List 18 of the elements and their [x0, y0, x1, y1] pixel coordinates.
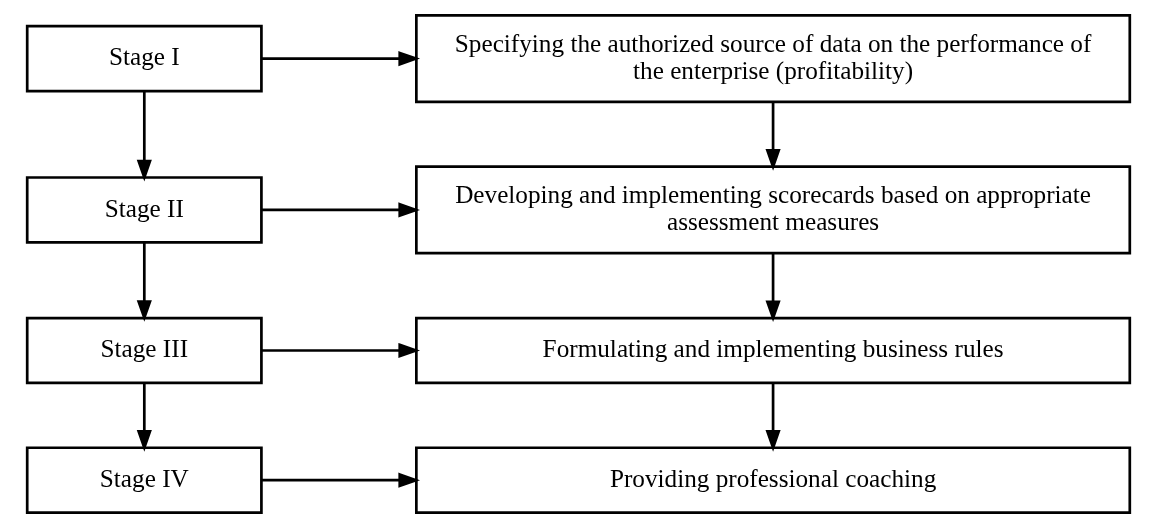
arrow [261, 202, 421, 218]
arrow [261, 342, 421, 359]
arrow [765, 383, 781, 452]
arrow [261, 51, 421, 67]
node-box: Specifying the authorized source of data on the performance of the enterprise (profitability) [415, 14, 1132, 104]
node-box: Providing professional coaching [415, 446, 1132, 514]
node-box: Stage III [25, 316, 263, 385]
node-box: Developing and implementing scorecards based on appropriate assessment measures [415, 165, 1132, 255]
arrow [136, 242, 152, 322]
arrow [765, 102, 781, 171]
arrow [765, 253, 781, 323]
arrow [261, 472, 421, 488]
node-box: Stage I [25, 24, 263, 93]
node-box: Stage II [25, 176, 263, 244]
arrow [136, 383, 152, 452]
node-box: Formulating and implementing business rules [415, 316, 1132, 385]
node-box: Stage IV [25, 446, 263, 514]
arrow [136, 91, 152, 182]
